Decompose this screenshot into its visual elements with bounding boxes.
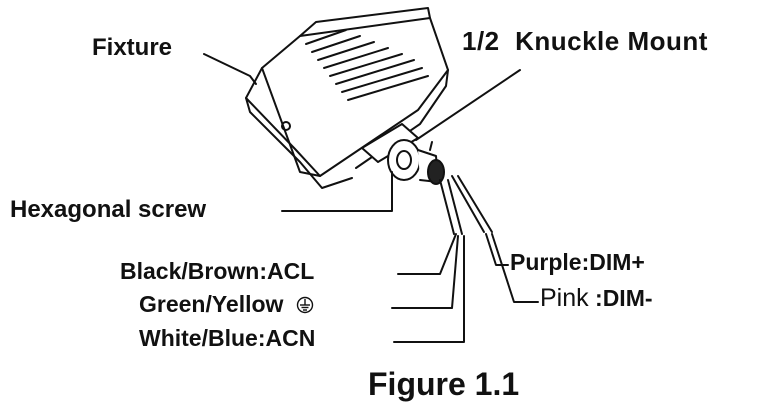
figure-caption: Figure 1.1 (368, 366, 520, 402)
pink-leader (491, 233, 539, 303)
pink-name-text: Pink (540, 284, 589, 312)
green-yellow-wire-label: Green/Yellow (139, 293, 314, 318)
green-yellow-leader (391, 235, 459, 309)
cable-bundle (439, 175, 493, 235)
hexagonal-screw-label: Hexagonal screw (10, 196, 207, 223)
white-blue-wire-label: White/Blue:ACN (139, 325, 316, 351)
purple-leader (485, 233, 509, 266)
hexagonal-screw-leader (281, 171, 393, 212)
purple-wire-label: Purple:DIM+ (510, 249, 645, 275)
knuckle-mount (361, 123, 445, 185)
black-brown-wire-label: Black/Brown:ACL (120, 258, 315, 284)
fixture-label: Fixture (92, 34, 173, 61)
knuckle-mount-label: 1/2 Knuckle Mount (462, 26, 708, 56)
pink-value-text: :DIM- (588, 285, 653, 311)
pink-wire-label: Pink :DIM- (540, 286, 653, 311)
protective-earth-icon (296, 295, 314, 318)
knuckle-leader (415, 69, 521, 141)
black-brown-leader (397, 233, 457, 275)
white-blue-leader (393, 235, 465, 343)
fixture-leader (203, 53, 257, 85)
green-yellow-text: Green/Yellow (139, 291, 284, 317)
